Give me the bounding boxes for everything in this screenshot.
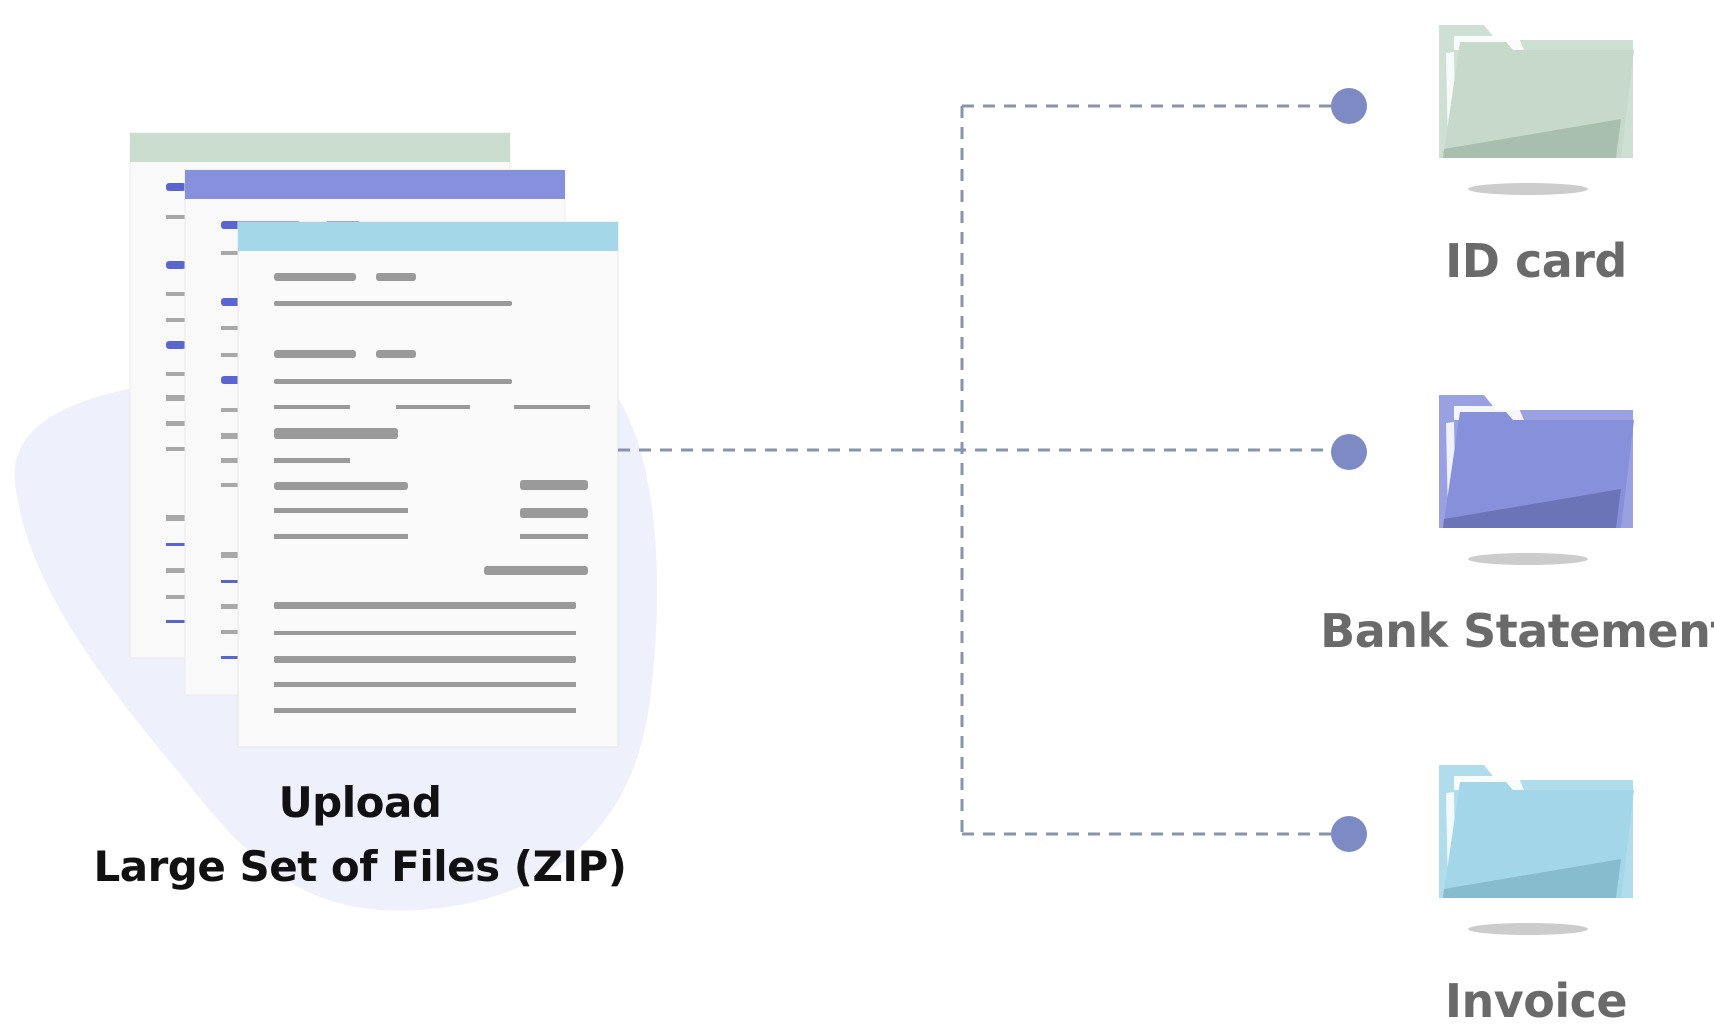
folder-shade <box>1443 119 1621 158</box>
document-front <box>237 221 619 748</box>
folder-icon-id-card <box>1439 25 1634 195</box>
folder-icon-bank-statement <box>1439 395 1634 565</box>
folder-shade <box>1443 489 1621 528</box>
folder-shadow <box>1468 553 1588 565</box>
connector-lines <box>618 104 1348 836</box>
folder-label-id-card: ID card <box>1445 234 1627 288</box>
folder-label-invoice: Invoice <box>1444 974 1628 1028</box>
upload-subtitle: Large Set of Files (ZIP) <box>93 842 627 891</box>
folder-shadow <box>1468 183 1588 195</box>
upload-title: Upload <box>278 778 442 827</box>
connector-dot-bank-statement <box>1331 434 1367 470</box>
folder-label-bank-statement: Bank Statement <box>1320 604 1714 658</box>
connector-dot-invoice <box>1331 816 1367 852</box>
folder-shadow <box>1468 923 1588 935</box>
folder-shade <box>1443 859 1621 898</box>
folder-icon-invoice <box>1439 765 1634 935</box>
connector-dot-id-card <box>1331 88 1367 124</box>
